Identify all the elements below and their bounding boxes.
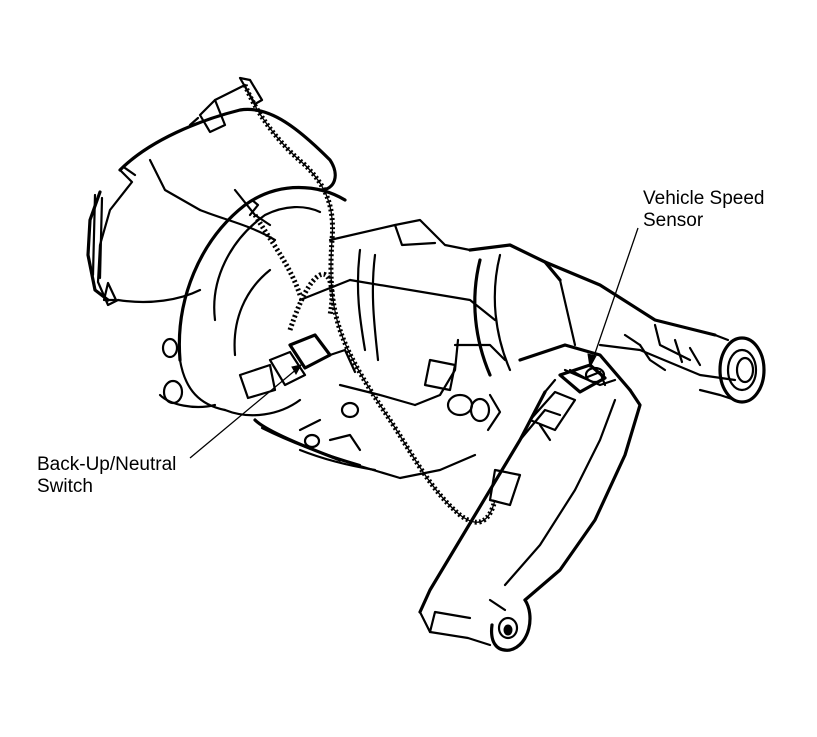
extension-housing — [543, 260, 766, 404]
converter-housing — [158, 186, 347, 417]
bun-arrowhead — [291, 364, 302, 376]
bell-housing — [86, 107, 337, 307]
vehicle-speed-sensor — [528, 363, 607, 442]
bun-label-line1: Back-Up/Neutral — [37, 454, 177, 475]
oil-pan — [253, 401, 477, 480]
main-case — [298, 218, 562, 432]
vss-label-line2: Sensor — [643, 210, 704, 231]
bun-leader-line — [189, 367, 299, 459]
vss-arrowhead — [587, 353, 597, 369]
backup-neutral-switch — [238, 333, 357, 400]
vehicle-speed-sensor-label: Vehicle Speed Sensor — [643, 188, 765, 232]
vss-leader-line — [591, 227, 639, 363]
vss-label-line1: Vehicle Speed — [643, 188, 765, 209]
wiring-harness — [188, 76, 498, 525]
bun-label-line2: Switch — [37, 476, 93, 497]
crossmember — [418, 343, 642, 652]
backup-neutral-switch-label: Back-Up/Neutral Switch — [37, 454, 176, 498]
